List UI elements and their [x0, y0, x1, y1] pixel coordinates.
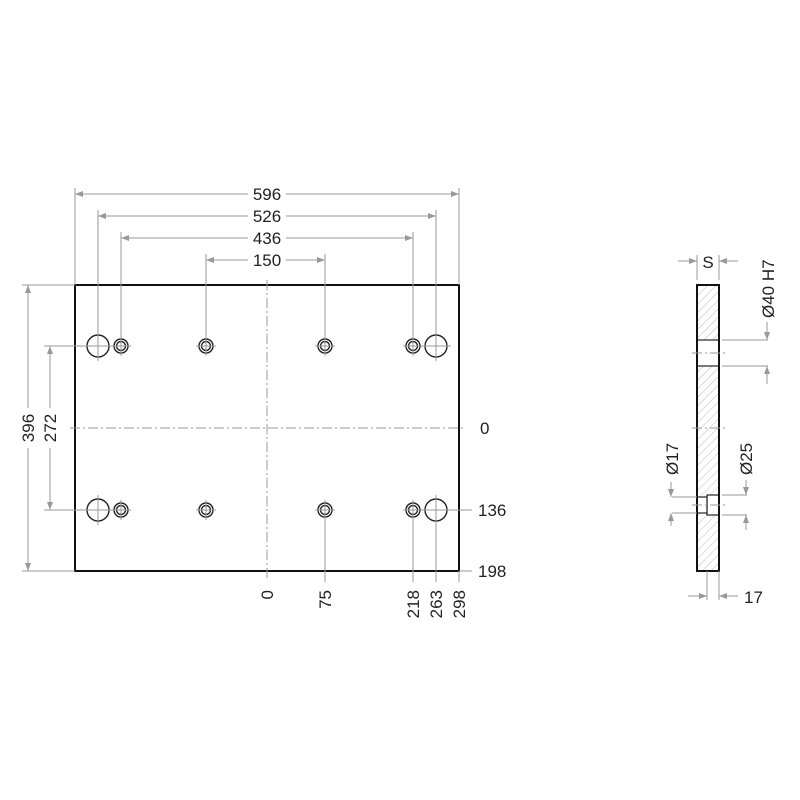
depth-label: 17	[744, 588, 763, 607]
dim-136: 136	[478, 501, 506, 520]
dim-218: 218	[404, 590, 423, 618]
dim-198: 198	[478, 562, 506, 581]
side-view: S Ø40 H7 Ø17 Ø25 17	[663, 253, 778, 607]
top-extension-lines	[74, 188, 460, 339]
dim-396: 396	[19, 414, 38, 442]
dim-150: 150	[253, 251, 281, 270]
bottom-extension-lines	[324, 518, 460, 582]
dim-263: 263	[427, 590, 446, 618]
dim-436: 436	[253, 229, 281, 248]
dim-526: 526	[253, 207, 281, 226]
counterbore-label: Ø25	[737, 443, 756, 475]
dim-596: 596	[253, 185, 281, 204]
holes	[83, 331, 451, 525]
dim-0-right: 0	[480, 419, 489, 438]
front-view: 596 526 436 150 396 272 0 136 198 0 75 2…	[19, 184, 506, 618]
right-extension-lines	[447, 509, 472, 572]
bore-label: Ø40 H7	[759, 259, 778, 318]
dim-75: 75	[316, 590, 335, 609]
through-hole-label: Ø17	[663, 443, 682, 475]
dim-298: 298	[450, 590, 469, 618]
thickness-dim-lines	[668, 255, 770, 600]
dim-272: 272	[41, 414, 60, 442]
dim-0-bottom: 0	[258, 590, 277, 599]
thickness-label: S	[702, 253, 713, 272]
